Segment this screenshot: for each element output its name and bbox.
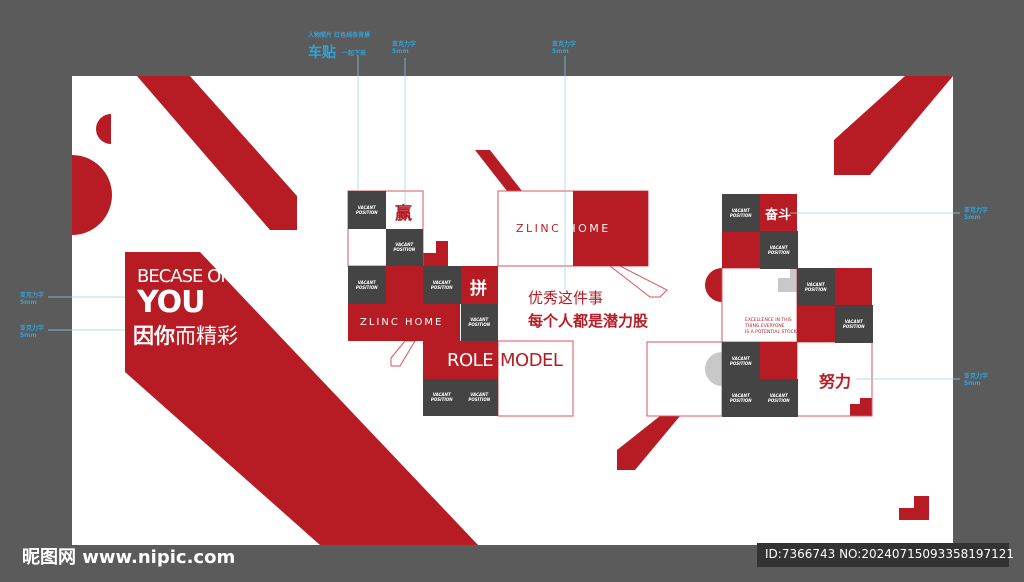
red-half-circle xyxy=(72,155,112,235)
note-big: 车贴 xyxy=(308,45,336,61)
strive-text: 奋斗 xyxy=(765,208,792,223)
red-strip-bottom xyxy=(617,416,680,470)
id-box xyxy=(757,543,1009,567)
red-strip-top xyxy=(475,150,522,191)
slogan-left: 因你而精彩 xyxy=(133,324,238,348)
red-half-circle-right xyxy=(705,268,722,302)
brand-text-top: ZLINC HOME xyxy=(516,222,611,235)
red-step-effort xyxy=(850,398,872,416)
note-suffix: 一起下来 xyxy=(342,50,367,57)
red-diagonal-panel xyxy=(125,252,478,545)
gray-half-circle xyxy=(705,352,722,386)
red-diagonal-strip xyxy=(137,76,297,230)
slogan-line1: 优秀这件事 xyxy=(528,289,604,307)
model-text: MODEL xyxy=(500,350,563,371)
nipic-logo: 昵图网 www.nipic.com xyxy=(22,547,236,568)
brand-text: ZLINC HOME xyxy=(360,317,444,328)
role-text: ROLE xyxy=(447,350,494,371)
note-small: 人物照片 红色线条背景 xyxy=(308,32,371,39)
red-strip-top-right xyxy=(834,76,953,175)
gray-steps xyxy=(778,268,797,292)
becase-of-text: BECASE OF xyxy=(137,266,231,287)
image-id: ID:7366743 NO:20240715093358197121 xyxy=(765,547,1015,561)
you-text: YOU xyxy=(137,285,206,320)
red-small-half-circle xyxy=(96,114,111,144)
red-step-small xyxy=(423,241,448,266)
win-text: 赢 xyxy=(395,204,412,224)
red-step-corner xyxy=(899,496,929,520)
slogan-line2: 每个人都是潜力股 xyxy=(528,312,649,330)
effort-text: 努力 xyxy=(819,372,852,391)
fight-text: 拼 xyxy=(470,279,487,299)
